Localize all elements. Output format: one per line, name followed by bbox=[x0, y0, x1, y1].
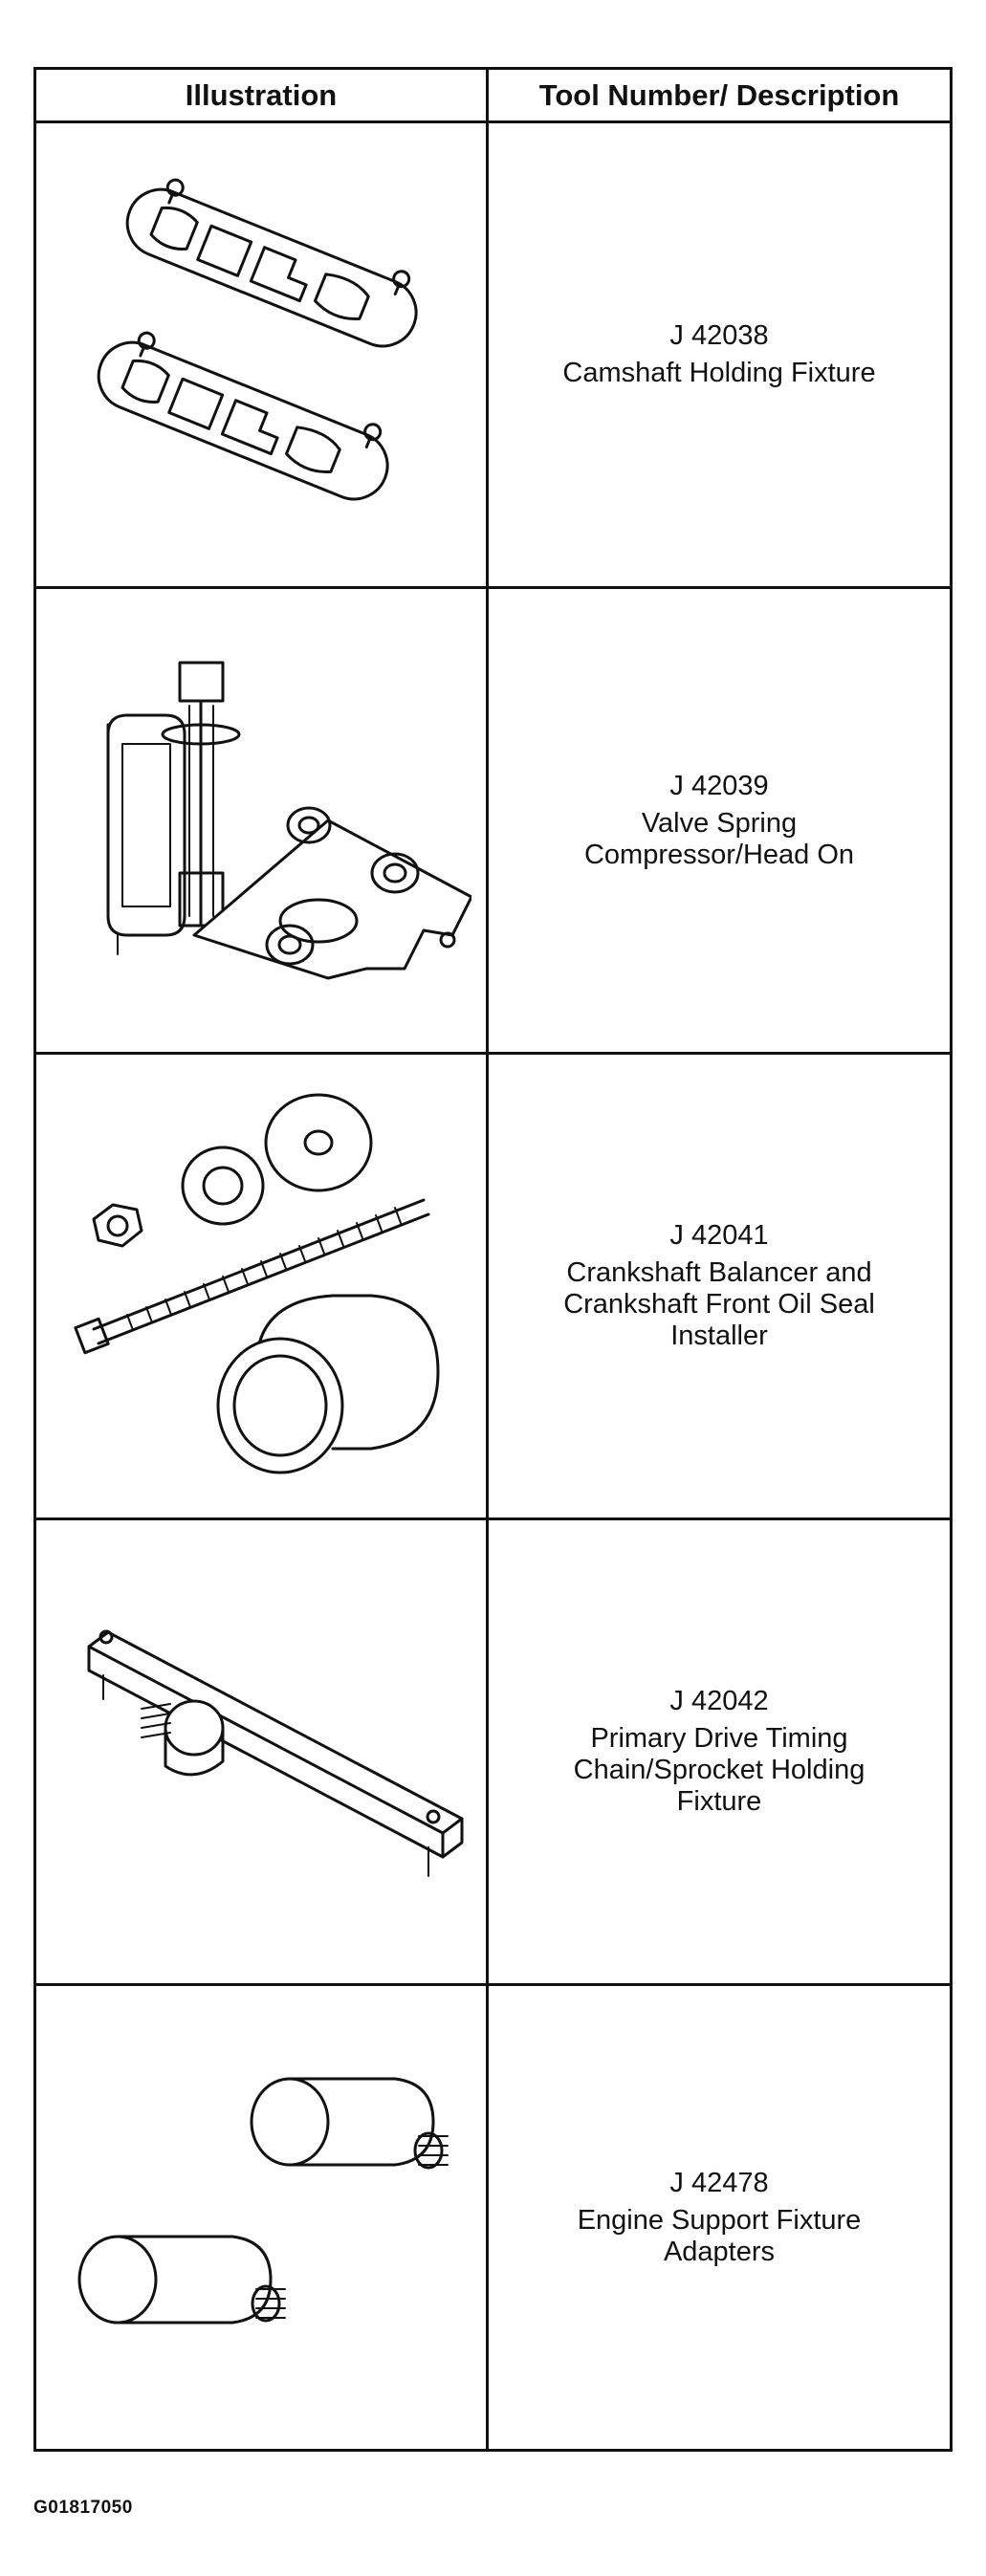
illustration-cell bbox=[33, 586, 489, 1055]
tool-description-cell: J 42041 Crankshaft Balancer and Cranksha… bbox=[486, 1052, 953, 1520]
tool-number: J 42039 bbox=[669, 770, 769, 801]
figure-code: G01817050 bbox=[33, 2498, 133, 2518]
engine-support-adapters-illustration bbox=[77, 2077, 449, 2325]
table-row: J 42039 Valve Spring Compressor/Head On bbox=[33, 586, 953, 1055]
tool-description: Engine Support Fixture Adapters bbox=[577, 2204, 862, 2267]
illustration-cell bbox=[33, 120, 489, 589]
tool-description-cell: J 42478 Engine Support Fixture Adapters bbox=[486, 1983, 953, 2452]
table-row: J 42042 Primary Drive Timing Chain/Sproc… bbox=[33, 1517, 953, 1986]
tool-description: Valve Spring Compressor/Head On bbox=[583, 807, 855, 870]
table-header-row: Illustration Tool Number/ Description bbox=[33, 67, 953, 123]
camshaft-holding-fixture-illustration bbox=[97, 178, 418, 501]
tool-number: J 42038 bbox=[669, 320, 769, 351]
tool-description: Primary Drive Timing Chain/Sprocket Hold… bbox=[573, 1723, 865, 1817]
special-tools-table: Illustration Tool Number/ Description bbox=[33, 67, 953, 2452]
illustration-column-header: Illustration bbox=[33, 67, 489, 123]
tool-number: J 42041 bbox=[669, 1220, 769, 1251]
tool-description: Crankshaft Balancer and Crankshaft Front… bbox=[563, 1257, 875, 1351]
table-row: J 42041 Crankshaft Balancer and Cranksha… bbox=[33, 1052, 953, 1520]
tool-number: J 42478 bbox=[669, 2167, 769, 2198]
tool-number: J 42042 bbox=[669, 1686, 769, 1716]
tool-description-cell: J 42039 Valve Spring Compressor/Head On bbox=[486, 586, 953, 1055]
tool-description: Camshaft Holding Fixture bbox=[562, 358, 876, 388]
tool-description-cell: J 42042 Primary Drive Timing Chain/Sproc… bbox=[486, 1517, 953, 1986]
table-row: J 42038 Camshaft Holding Fixture bbox=[33, 120, 953, 589]
valve-spring-compressor-illustration bbox=[106, 661, 471, 980]
illustration-cell bbox=[33, 1517, 489, 1986]
table-row: J 42478 Engine Support Fixture Adapters bbox=[33, 1983, 953, 2452]
timing-chain-holding-fixture-illustration bbox=[87, 1629, 464, 1877]
tool-description-cell: J 42038 Camshaft Holding Fixture bbox=[486, 120, 953, 589]
tool-column-header: Tool Number/ Description bbox=[486, 67, 953, 123]
illustration-cell bbox=[33, 1983, 489, 2452]
illustration-cell bbox=[33, 1052, 489, 1520]
balancer-seal-installer-illustration bbox=[74, 1093, 440, 1474]
